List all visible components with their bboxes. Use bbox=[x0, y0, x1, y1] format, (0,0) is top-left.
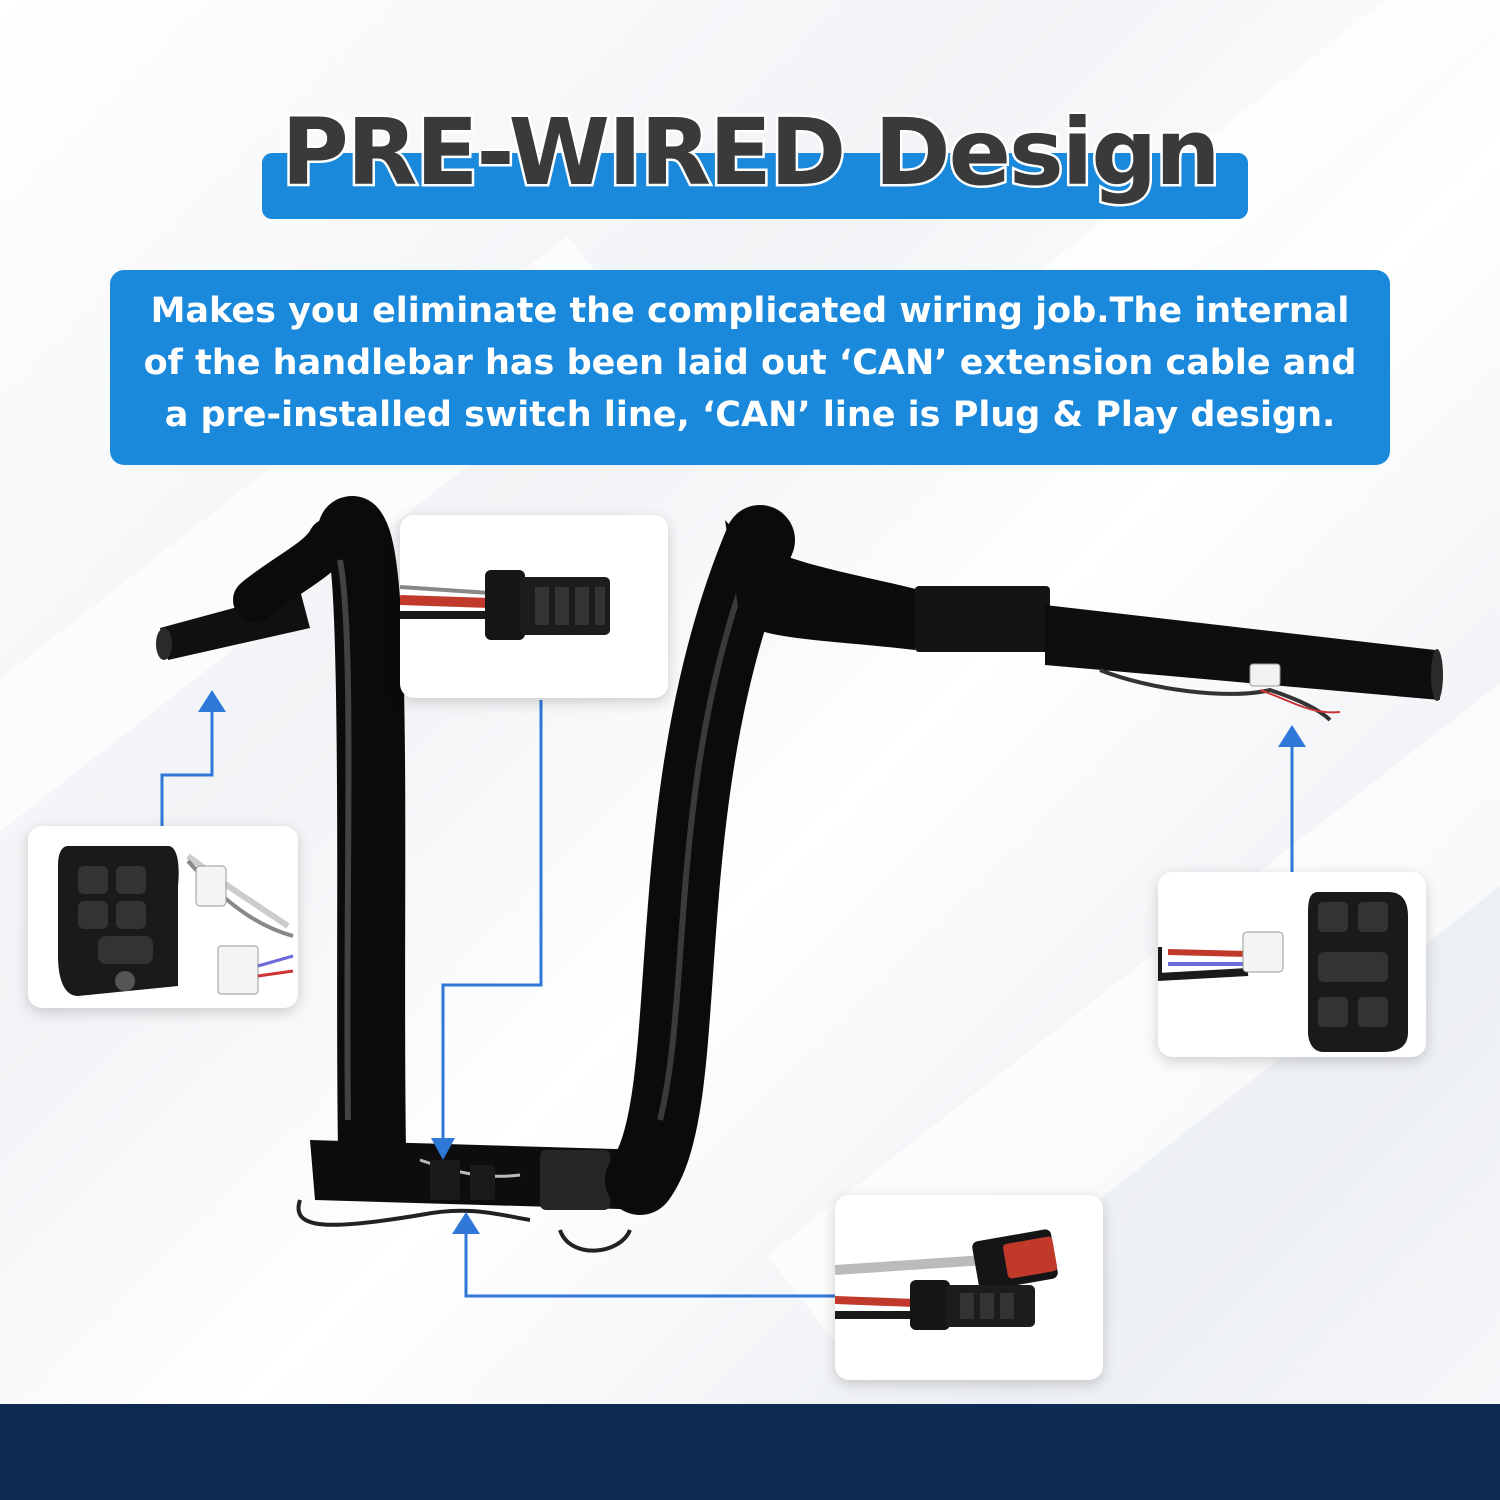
arrow-up-icon bbox=[452, 1212, 480, 1234]
left-hand-control-switch-icon bbox=[58, 846, 294, 996]
arrow-up-icon bbox=[198, 690, 226, 712]
arrow-down-icon bbox=[431, 1138, 455, 1160]
description-text: Makes you eliminate the complicated wiri… bbox=[120, 285, 1380, 441]
description-box bbox=[110, 270, 1390, 465]
arrow-heads bbox=[198, 690, 1306, 1234]
mated-connector-pair-icon bbox=[835, 1229, 1058, 1330]
footer-band bbox=[0, 1404, 1500, 1500]
four-pin-connector-icon bbox=[400, 570, 610, 640]
handlebar-icon bbox=[156, 496, 1443, 1253]
callout-can-connector-pair bbox=[835, 1195, 1103, 1380]
callout-can-connector-top bbox=[400, 515, 668, 698]
callout-right-switch-housing bbox=[1158, 872, 1426, 1057]
callout-left-switch-housing bbox=[28, 826, 298, 1008]
description-line-3: a pre-installed switch line, ‘CAN’ line … bbox=[164, 395, 1336, 435]
arrow-up-icon bbox=[1278, 725, 1306, 747]
callout-arrows bbox=[160, 700, 1294, 1298]
description-line-1: Makes you eliminate the complicated wiri… bbox=[150, 291, 1350, 331]
title-band bbox=[262, 153, 1248, 219]
description-line-2: of the handlebar has been laid out ‘CAN’… bbox=[143, 343, 1357, 383]
page-title: PRE-WIRED Design bbox=[279, 97, 1223, 209]
right-hand-control-switch-icon bbox=[1158, 892, 1408, 1052]
